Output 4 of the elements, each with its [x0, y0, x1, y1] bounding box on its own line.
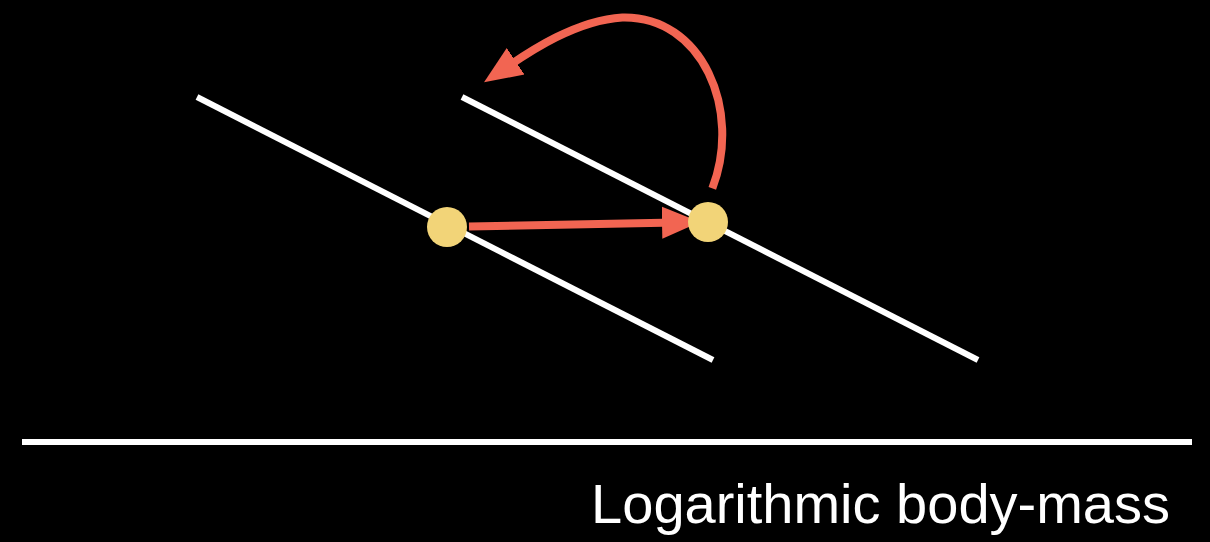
data-point — [427, 207, 467, 247]
arrow — [484, 13, 727, 190]
data-point — [688, 202, 728, 242]
axis-label: Logarithmic body-mass — [591, 472, 1170, 536]
